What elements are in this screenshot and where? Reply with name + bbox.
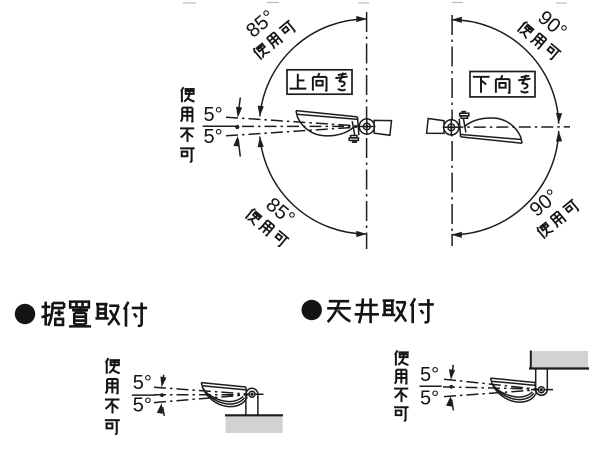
svg-text:5°: 5° (204, 126, 223, 148)
svg-text:5°: 5° (204, 104, 223, 126)
svg-text:5°: 5° (420, 387, 439, 409)
svg-text:5°: 5° (420, 364, 439, 386)
svg-text:5°: 5° (133, 395, 152, 417)
svg-text:5°: 5° (133, 372, 152, 394)
